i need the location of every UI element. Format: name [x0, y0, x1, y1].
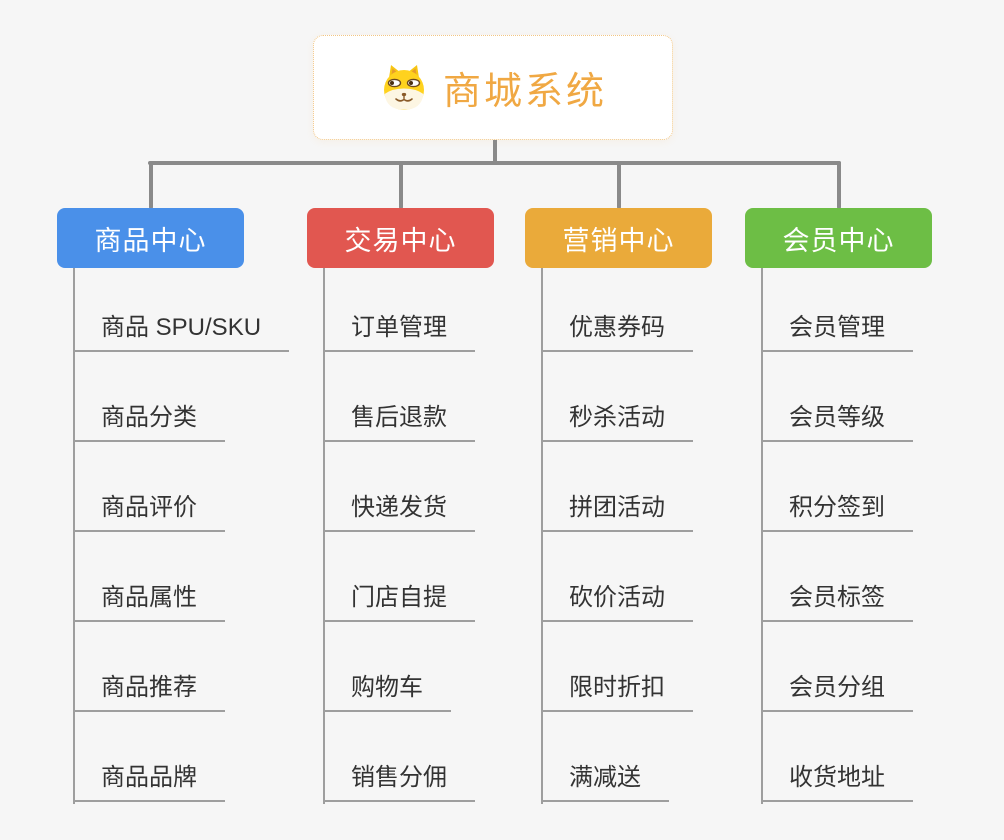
branch-children-product-center: 商品 SPU/SKU 商品分类 商品评价 商品属性 商品推荐 商品品牌	[73, 262, 290, 804]
connector-root-stub	[493, 140, 497, 165]
leaf-node[interactable]: 销售分佣	[323, 757, 475, 802]
leaf-node[interactable]: 砍价活动	[541, 577, 693, 622]
doge-icon	[383, 64, 424, 110]
child-connector-line	[73, 268, 75, 804]
leaf-node[interactable]: 拼团活动	[541, 487, 693, 532]
leaf-node[interactable]: 快递发货	[323, 487, 475, 532]
leaf-node[interactable]: 商品品牌	[73, 757, 225, 802]
leaf-node[interactable]: 会员分组	[761, 667, 913, 712]
leaf-node[interactable]: 限时折扣	[541, 667, 693, 712]
leaf-node[interactable]: 商品 SPU/SKU	[73, 307, 290, 352]
leaf-node[interactable]: 会员标签	[761, 577, 913, 622]
branch-children-trade-center: 订单管理 售后退款 快递发货 门店自提 购物车 销售分佣	[323, 262, 475, 804]
leaf-node[interactable]: 门店自提	[323, 577, 475, 622]
leaf-node[interactable]: 积分签到	[761, 487, 913, 532]
leaf-node[interactable]: 会员等级	[761, 397, 913, 442]
connector-drop-branch-2	[399, 161, 403, 209]
branch-node-member-center[interactable]: 会员中心	[745, 208, 932, 268]
leaf-node[interactable]: 商品分类	[73, 397, 225, 442]
leaf-node[interactable]: 优惠券码	[541, 307, 693, 352]
root-title: 商城系统	[442, 71, 607, 113]
leaf-node[interactable]: 订单管理	[323, 307, 475, 352]
leaf-node[interactable]: 秒杀活动	[541, 397, 693, 442]
leaf-node[interactable]: 收货地址	[761, 757, 913, 802]
connector-drop-branch-3	[617, 161, 621, 209]
leaf-node[interactable]: 会员管理	[761, 307, 913, 352]
branch-children-member-center: 会员管理 会员等级 积分签到 会员标签 会员分组 收货地址	[761, 262, 913, 804]
leaf-node[interactable]: 购物车	[323, 667, 451, 712]
connector-drop-branch-4	[837, 161, 841, 209]
branch-node-marketing-center[interactable]: 营销中心	[525, 208, 712, 268]
child-connector-line	[761, 268, 763, 804]
leaf-node[interactable]: 商品评价	[73, 487, 225, 532]
leaf-node[interactable]: 满减送	[541, 757, 669, 802]
child-connector-line	[323, 268, 325, 804]
connector-drop-branch-1	[149, 161, 153, 209]
leaf-node[interactable]: 商品属性	[73, 577, 225, 622]
branch-children-marketing-center: 优惠券码 秒杀活动 拼团活动 砍价活动 限时折扣 满减送	[541, 262, 693, 804]
branch-node-trade-center[interactable]: 交易中心	[307, 208, 494, 268]
connector-horizontal-rail	[148, 161, 841, 165]
child-connector-line	[541, 268, 543, 804]
branch-node-product-center[interactable]: 商品中心	[57, 208, 244, 268]
leaf-node[interactable]: 售后退款	[323, 397, 475, 442]
leaf-node[interactable]: 商品推荐	[73, 667, 225, 712]
root-node-mall-system[interactable]: 商城系统	[313, 35, 673, 140]
